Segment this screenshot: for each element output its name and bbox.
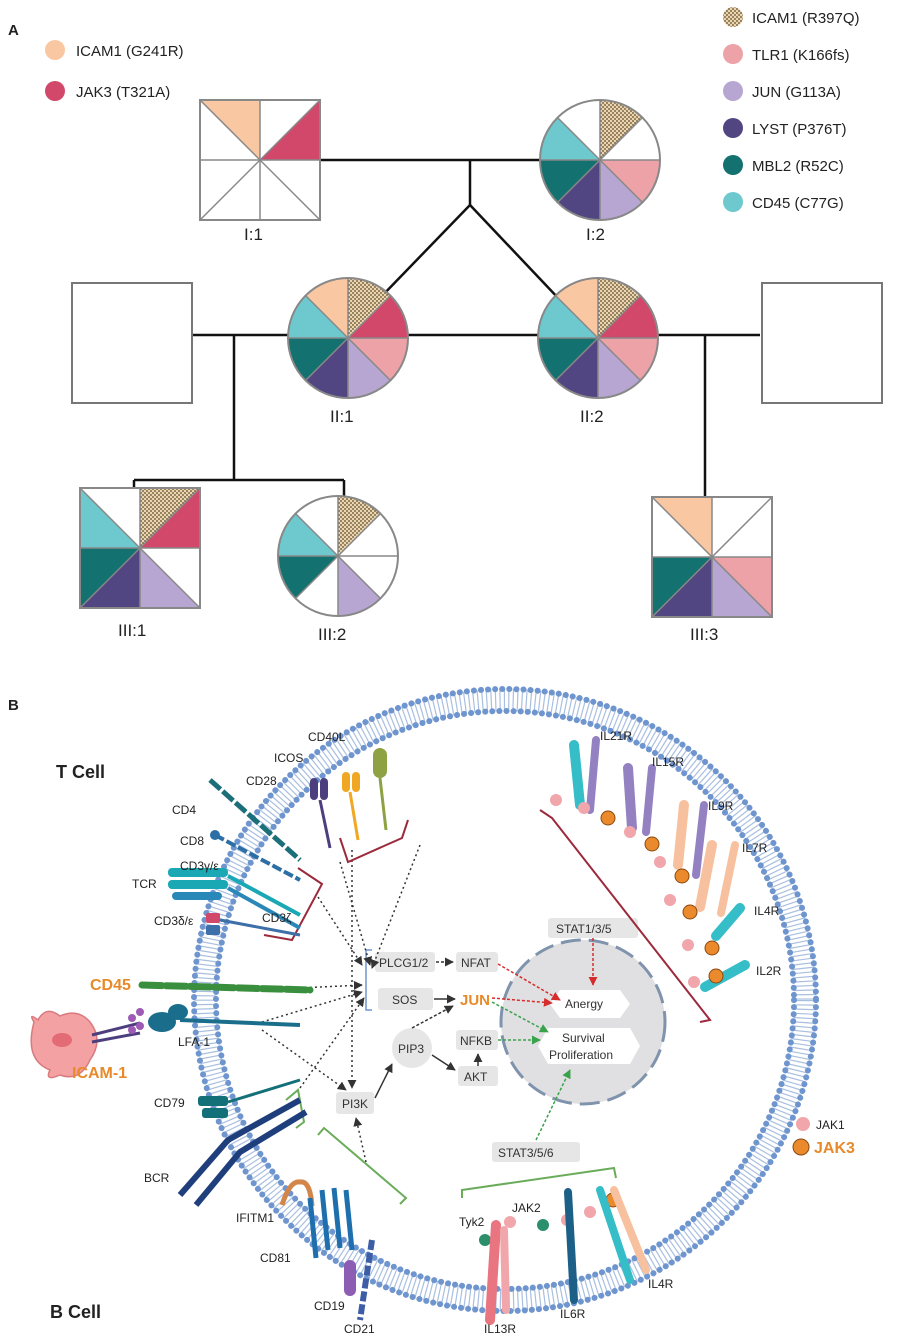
- label-cd3ge: CD3γ/ε: [180, 859, 219, 873]
- label-cd8: CD8: [180, 834, 204, 848]
- legend-text-lyst: LYST (P376T): [752, 121, 846, 138]
- label-cd3de: CD3δ/ε: [154, 914, 194, 928]
- legend-swatch-lyst: [723, 118, 743, 138]
- legend-swatch-icam1-g241r: [45, 40, 65, 60]
- label-cd4: CD4: [172, 803, 196, 817]
- pedigree-lines: [132, 158, 760, 499]
- node-akt: AKT: [464, 1070, 488, 1084]
- label-il2r: IL2R: [756, 964, 782, 978]
- node-jun: JUN: [460, 992, 490, 1009]
- outcome-proliferation: Proliferation: [549, 1048, 613, 1062]
- label-il4r-top: IL4R: [754, 904, 780, 918]
- legend-swatch-mbl2: [723, 155, 743, 175]
- label-il9r: IL9R: [708, 799, 734, 813]
- label-cd40l: CD40L: [308, 730, 346, 744]
- label-iii2: III:2: [318, 625, 346, 644]
- legend-text-icam1-r397q: ICAM1 (R397Q): [752, 10, 860, 27]
- legend-left: ICAM1 (G241R) JAK3 (T321A): [45, 40, 184, 101]
- label-cd45: CD45: [90, 977, 131, 994]
- node-nfat-box: [456, 952, 498, 972]
- node-sos: SOS: [392, 993, 417, 1007]
- label-cd21: CD21: [344, 1322, 375, 1336]
- legend-swatch-tlr1: [723, 44, 743, 64]
- node-sos-box: [378, 988, 433, 1010]
- label-lfa1: LFA-1: [178, 1035, 210, 1049]
- label-i1: I:1: [244, 225, 263, 244]
- label-iii1: III:1: [118, 621, 146, 640]
- legend-swatch-jun: [723, 81, 743, 101]
- jak1-legend-label: JAK1: [816, 1118, 845, 1132]
- outcome-anergy: Anergy: [565, 997, 603, 1011]
- legend-text-icam1-g241r: ICAM1 (G241R): [76, 43, 184, 60]
- b-cell-title: B Cell: [50, 1302, 101, 1322]
- label-cd3z: CD3ζ: [262, 911, 292, 925]
- t-cell-title: T Cell: [56, 762, 105, 782]
- label-cd19: CD19: [314, 1299, 345, 1313]
- node-pip3: PIP3: [398, 1042, 424, 1056]
- label-cd79: CD79: [154, 1096, 185, 1110]
- node-stat135-box: [548, 918, 638, 938]
- node-nfkb-box: [456, 1030, 498, 1050]
- label-i2: I:2: [586, 225, 605, 244]
- label-jak2: JAK2: [512, 1201, 541, 1215]
- label-iii3: III:3: [690, 625, 718, 644]
- legend-text-jak3: JAK3 (T321A): [76, 84, 170, 101]
- panel-a-label: A: [8, 22, 19, 39]
- jak-legend: JAK1 JAK3: [792, 1117, 855, 1157]
- node-akt-box: [458, 1066, 498, 1086]
- label-il7r: IL7R: [742, 841, 768, 855]
- node-nfat: NFAT: [461, 956, 491, 970]
- node-plcg: PLCG1/2: [379, 956, 429, 970]
- legend-swatch-cd45: [723, 192, 743, 212]
- legend-text-mbl2: MBL2 (R52C): [752, 158, 844, 175]
- label-ii1: II:1: [330, 407, 354, 426]
- individual-i2: [539, 99, 661, 221]
- label-bcr: BCR: [144, 1171, 170, 1185]
- jak1-legend-dot: [796, 1117, 810, 1131]
- label-il4r-bottom: IL4R: [648, 1277, 674, 1291]
- nucleus: [499, 938, 667, 1106]
- spouse-ii2-symbol: [761, 282, 883, 404]
- legend-right: ICAM1 (R397Q) TLR1 (K166fs) JUN (G113A) …: [723, 7, 860, 212]
- label-cd28: CD28: [246, 774, 277, 788]
- legend-swatch-jak3: [45, 81, 65, 101]
- legend-swatch-icam1-r397q: [723, 7, 743, 27]
- label-il15r: IL15R: [652, 755, 684, 769]
- legend-text-jun: JUN (G113A): [752, 84, 841, 101]
- individual-iii3: [651, 496, 773, 618]
- receptor-glyphs: [30, 736, 750, 1325]
- individual-ii1: [287, 277, 409, 399]
- pathway-arrows: [261, 844, 598, 1163]
- node-stat135: STAT1/3/5: [556, 922, 612, 936]
- label-tcr: TCR: [132, 877, 157, 891]
- node-stat356: STAT3/5/6: [498, 1146, 554, 1160]
- node-stat356-box: [492, 1142, 580, 1162]
- node-plcg-box: [375, 952, 435, 972]
- legend-text-cd45: CD45 (C77G): [752, 195, 844, 212]
- jak3-legend-label: JAK3: [814, 1140, 855, 1157]
- label-tyk2: Tyk2: [459, 1215, 485, 1229]
- spouse-ii1-symbol: [71, 282, 193, 404]
- label-cd81: CD81: [260, 1251, 291, 1265]
- node-pip3-circle: [392, 1028, 432, 1068]
- legend-text-tlr1: TLR1 (K166fs): [752, 47, 850, 64]
- jak3-legend-dot: [792, 1138, 810, 1156]
- individual-ii2: [537, 277, 659, 399]
- node-nfkb: NFKB: [460, 1034, 492, 1048]
- label-ifitm1: IFITM1: [236, 1211, 274, 1225]
- label-il6r: IL6R: [560, 1307, 586, 1321]
- label-icam1: ICAM-1: [72, 1065, 127, 1082]
- label-il21r: IL21R: [600, 729, 632, 743]
- individual-iii1: [79, 487, 201, 609]
- label-ii2: II:2: [580, 407, 604, 426]
- label-icos: ICOS: [274, 751, 303, 765]
- node-pi3k-box: [336, 1092, 374, 1114]
- outcome-survival: Survival: [562, 1031, 605, 1045]
- individual-iii2: [277, 495, 399, 617]
- label-il13r: IL13R: [484, 1322, 516, 1336]
- panel-b-label: B: [8, 697, 19, 714]
- node-pi3k: PI3K: [342, 1097, 368, 1111]
